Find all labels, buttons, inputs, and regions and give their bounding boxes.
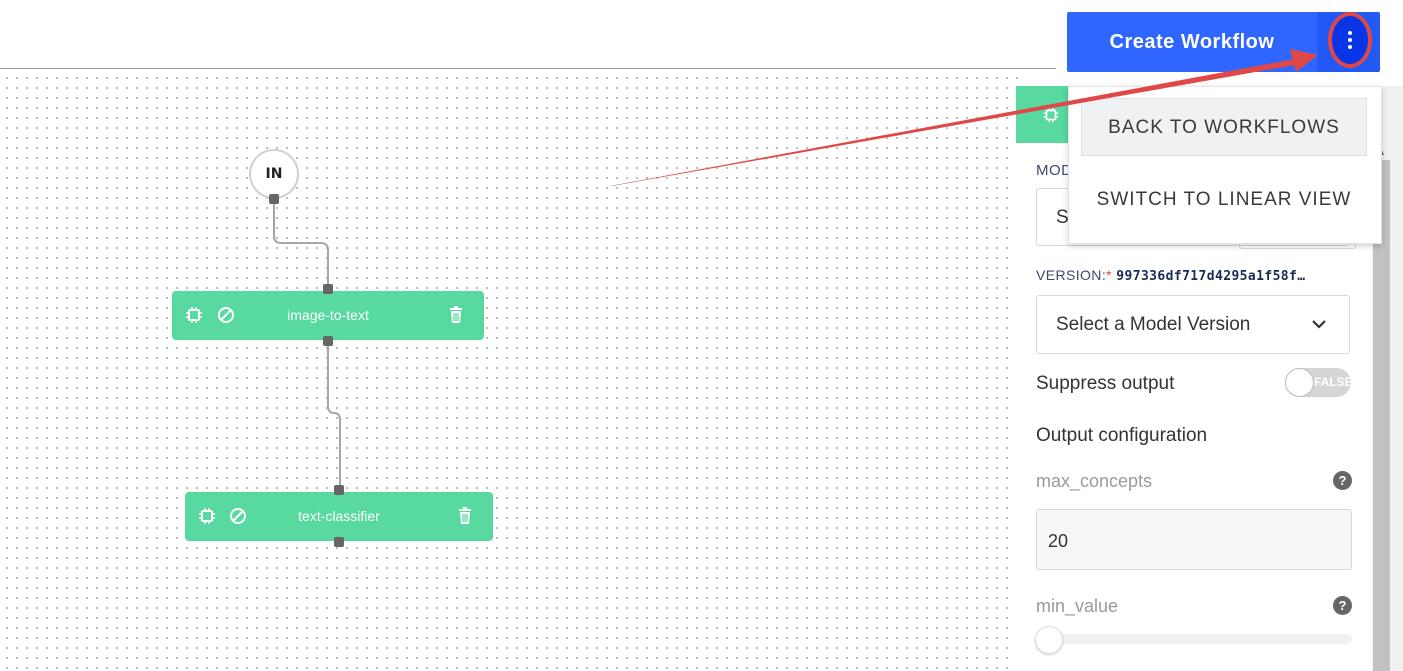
help-icon[interactable]: ? xyxy=(1333,596,1352,615)
toggle-knob xyxy=(1285,368,1314,397)
version-label: VERSION: xyxy=(1036,267,1107,283)
min-value-slider[interactable] xyxy=(1036,634,1352,644)
version-select-placeholder: Select a Model Version xyxy=(1056,314,1251,335)
chevron-down-icon xyxy=(1312,320,1326,329)
version-hash: 997336df717d4295a1f58f… xyxy=(1116,269,1306,284)
min-value-label: min_value xyxy=(1036,596,1119,616)
version-select[interactable]: Select a Model Version xyxy=(1036,295,1350,354)
min-value-slider-handle[interactable] xyxy=(1035,626,1063,654)
suppress-output-label: Suppress output xyxy=(1036,373,1175,394)
input-node-output-port[interactable] xyxy=(269,194,279,204)
suppress-output-toggle[interactable]: FALSE xyxy=(1285,368,1353,397)
max-concepts-label: max_concepts xyxy=(1036,471,1153,491)
chip-icon xyxy=(1043,107,1059,123)
node-output-port[interactable] xyxy=(323,336,333,346)
required-mark: * xyxy=(1106,267,1112,283)
menu-item-switch-to-linear-view[interactable]: SWITCH TO LINEAR VIEW xyxy=(1096,189,1352,210)
workflow-canvas[interactable] xyxy=(0,69,1020,671)
node-text-classifier[interactable]: text-classifier xyxy=(185,492,493,541)
annotation-highlight-ring xyxy=(1328,12,1372,68)
more-vertical-icon xyxy=(1347,31,1353,52)
toggle-state-label: FALSE xyxy=(1314,375,1353,389)
max-concepts-value: 20 xyxy=(1048,531,1069,551)
model-select-value: S xyxy=(1056,207,1069,228)
node-input-port[interactable] xyxy=(334,485,344,495)
disable-icon[interactable] xyxy=(216,305,236,325)
node-label: text-classifier xyxy=(298,508,380,524)
chip-icon xyxy=(186,307,202,323)
max-concepts-input[interactable]: 20 xyxy=(1036,509,1352,570)
input-node[interactable]: IN xyxy=(249,149,299,199)
version-field-label: VERSION:* 997336df717d4295a1f58f… xyxy=(1036,267,1305,284)
input-node-label: IN xyxy=(265,166,283,182)
output-config-title: Output configuration xyxy=(1036,425,1208,446)
disable-icon[interactable] xyxy=(228,506,248,526)
node-image-to-text[interactable]: image-to-text xyxy=(172,291,484,340)
node-output-port[interactable] xyxy=(334,537,344,547)
top-bar-divider xyxy=(0,68,1056,69)
create-workflow-button[interactable]: Create Workflow xyxy=(1067,12,1317,72)
more-options-menu: BACK TO WORKFLOWS SWITCH TO LINEAR VIEW xyxy=(1068,86,1382,244)
trash-icon[interactable] xyxy=(446,305,466,325)
panel-scrollbar-thumb[interactable] xyxy=(1373,160,1390,671)
menu-item-back-to-workflows[interactable]: BACK TO WORKFLOWS xyxy=(1081,98,1367,156)
chip-icon xyxy=(199,508,215,524)
help-icon[interactable]: ? xyxy=(1333,471,1352,490)
node-label: image-to-text xyxy=(287,307,369,323)
trash-icon[interactable] xyxy=(455,506,475,526)
node-input-port[interactable] xyxy=(323,284,333,294)
